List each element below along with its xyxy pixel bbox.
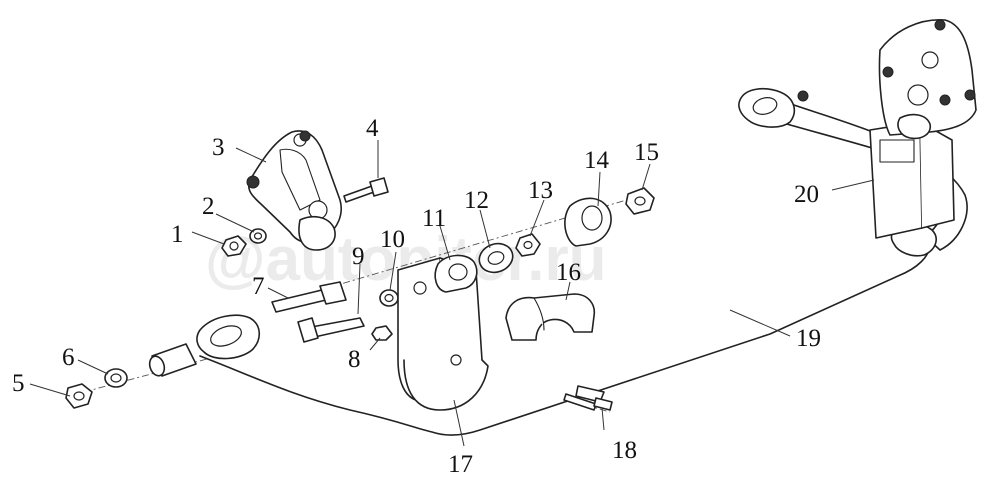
callout-1: 1 bbox=[171, 221, 184, 248]
nut-8 bbox=[371, 325, 393, 341]
callout-6: 6 bbox=[62, 344, 75, 371]
bracket-right bbox=[797, 19, 977, 239]
nut-5 bbox=[65, 383, 93, 409]
callout-19: 19 bbox=[796, 325, 821, 352]
bracket-left-upper bbox=[246, 130, 342, 251]
saddle-16 bbox=[505, 293, 596, 341]
washer-6 bbox=[104, 368, 128, 388]
callout-15: 15 bbox=[634, 139, 659, 166]
link-11 bbox=[434, 254, 478, 293]
bolt-9 bbox=[297, 317, 365, 343]
callout-3: 3 bbox=[212, 134, 225, 161]
bushing-14 bbox=[564, 197, 612, 247]
stabilizer-bar bbox=[196, 87, 968, 436]
nut-13 bbox=[515, 233, 541, 257]
callout-18: 18 bbox=[612, 437, 637, 464]
callout-16: 16 bbox=[556, 259, 581, 286]
bolt-18 bbox=[563, 385, 613, 411]
bolt-4 bbox=[343, 177, 389, 203]
callout-7: 7 bbox=[252, 273, 265, 300]
callout-13: 13 bbox=[528, 177, 553, 204]
bolt-7 bbox=[271, 281, 347, 313]
callout-20: 20 bbox=[794, 181, 819, 208]
nut-1 bbox=[221, 235, 247, 257]
callout-8: 8 bbox=[348, 346, 361, 373]
callout-9: 9 bbox=[352, 243, 365, 270]
washer-2 bbox=[249, 228, 267, 244]
washer-10 bbox=[379, 289, 399, 307]
nut-15 bbox=[625, 187, 655, 215]
callout-11: 11 bbox=[422, 205, 446, 232]
sleeve-left bbox=[148, 343, 197, 377]
bushing-12 bbox=[478, 242, 514, 274]
callout-labels: 1 2 3 4 5 6 7 8 9 10 11 12 13 14 15 16 1… bbox=[12, 115, 821, 478]
callout-2: 2 bbox=[202, 193, 215, 220]
clamp-bracket bbox=[397, 257, 489, 411]
callout-12: 12 bbox=[464, 187, 489, 214]
callout-10: 10 bbox=[380, 226, 405, 253]
callout-17: 17 bbox=[448, 451, 473, 478]
callout-4: 4 bbox=[366, 115, 379, 142]
callout-5: 5 bbox=[12, 370, 25, 397]
leader-lines bbox=[29, 140, 875, 447]
callout-14: 14 bbox=[584, 147, 610, 174]
